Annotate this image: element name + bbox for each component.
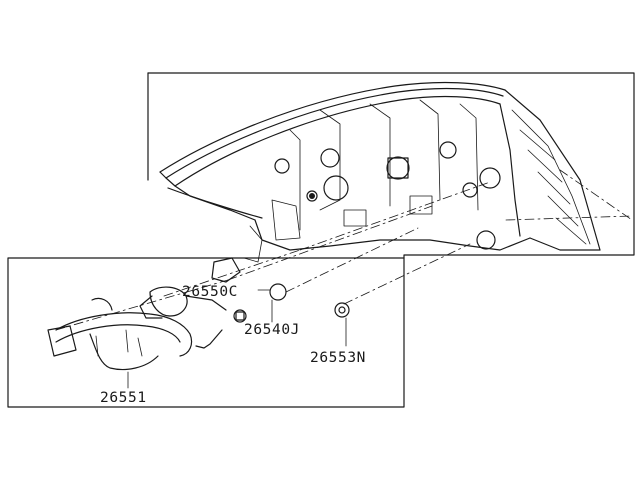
part-number-label: 26540J xyxy=(244,322,300,338)
part-number-label: 26551 xyxy=(100,390,147,406)
bulb-icon xyxy=(269,283,287,301)
nut-icon xyxy=(334,302,350,318)
upper-assembly-frame xyxy=(147,72,635,259)
wiring-harness xyxy=(47,297,193,371)
part-number-label: 26553N xyxy=(310,350,366,366)
assembly-lines xyxy=(55,169,633,331)
tail-lamp-housing xyxy=(159,81,601,263)
leader-lines xyxy=(127,289,347,389)
socket-assembly xyxy=(139,257,350,349)
part-number-label: 26550C xyxy=(182,284,238,300)
lower-subassembly-frame xyxy=(7,257,405,408)
